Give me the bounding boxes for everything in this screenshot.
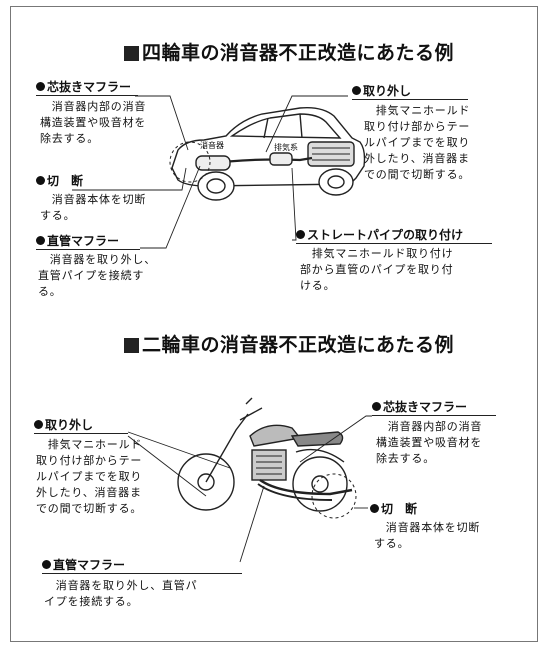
underline xyxy=(296,243,492,244)
bike-straight-label: 直管マフラー xyxy=(42,556,125,573)
car-cut-desc: 消音器本体を切断 する。 xyxy=(40,193,147,222)
bike-section-title: 二輪車の消音器不正改造にあたる例 xyxy=(124,330,454,357)
black-dot-icon xyxy=(36,236,45,245)
bike-removal-label: 取り外し xyxy=(34,416,93,433)
underline xyxy=(352,99,468,100)
black-dot-icon xyxy=(36,176,45,185)
black-dot-icon xyxy=(42,560,51,569)
black-dot-icon xyxy=(296,230,305,239)
bike-core-removed-desc: 消音器内部の消音 構造装置や吸音材を 除去する。 xyxy=(376,420,483,465)
black-dot-icon xyxy=(352,86,361,95)
car-removal-desc: 排気マニホールド 取り付け部からテー ルパイプまでを取り 外したり、消音器ま で… xyxy=(364,104,471,181)
car-straight-desc: 消音器を取り外し、 直管パイプを接続す る。 xyxy=(38,253,156,298)
black-square-icon xyxy=(124,338,139,353)
underline xyxy=(372,415,496,416)
black-dot-icon xyxy=(372,402,381,411)
bike-straight-desc: 消音器を取り外し、直管パ イプを接続する。 xyxy=(44,579,198,608)
bike-core-removed-label: 芯抜きマフラー xyxy=(372,398,467,415)
black-square-icon xyxy=(124,46,139,61)
bike-cut-label: 切 断 xyxy=(370,500,417,517)
black-dot-icon xyxy=(36,82,45,91)
bike-cut-desc: 消音器本体を切断 する。 xyxy=(374,521,481,550)
exhaust-label: 排気系 xyxy=(274,142,298,152)
black-dot-icon xyxy=(370,504,379,513)
underline xyxy=(42,573,242,574)
underline xyxy=(36,95,138,96)
car-straight-label: 直管マフラー xyxy=(36,232,119,249)
car-core-removed-desc: 消音器内部の消音 構造装置や吸音材を 除去する。 xyxy=(40,100,147,145)
muffler-label: 消音器 xyxy=(200,140,224,150)
car-core-removed-label: 芯抜きマフラー xyxy=(36,78,131,95)
bike-removal-desc: 排気マニホールド 取り付け部からテー ルパイプまでを取り 外したり、消音器ま で… xyxy=(36,438,143,515)
car-removal-label: 取り外し xyxy=(352,82,411,99)
black-dot-icon xyxy=(34,420,43,429)
underline xyxy=(36,249,140,250)
car-straight-pipe-desc: 排気マニホールド取り付け 部から直管のパイプを取り付 ける。 xyxy=(300,247,454,292)
page-frame xyxy=(10,6,538,642)
car-section-title: 四輪車の消音器不正改造にあたる例 xyxy=(124,38,454,65)
car-cut-label: 切 断 xyxy=(36,172,83,189)
car-straight-pipe-label: ストレートパイプの取り付け xyxy=(296,226,463,243)
underline xyxy=(34,433,128,434)
